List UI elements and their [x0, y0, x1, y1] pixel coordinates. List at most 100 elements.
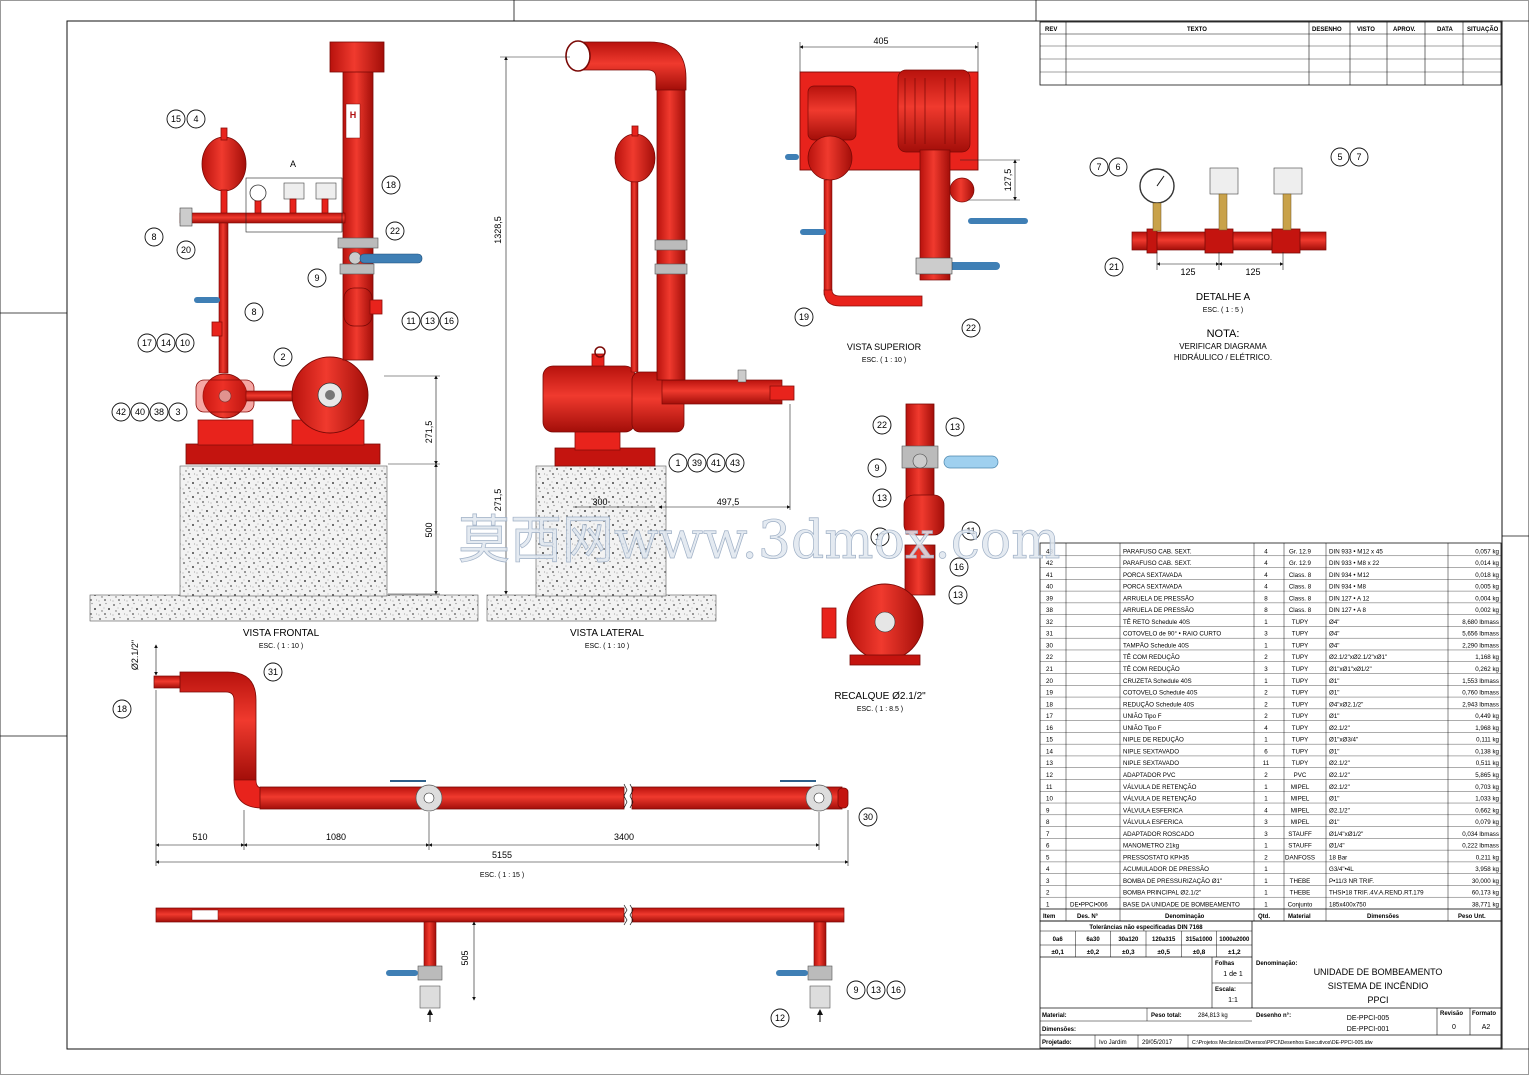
projetado-label: Projetado: [1042, 1040, 1072, 1046]
bom-cell: Ø4" [1329, 642, 1339, 649]
dim-125b: 125 [1245, 267, 1260, 277]
bom-cell: 1 [1264, 890, 1268, 897]
bom-cell: Class. 8 [1289, 595, 1312, 602]
bom-cell: 15 [1046, 737, 1053, 744]
pressure-switch-icon-2 [315, 182, 337, 200]
bom-cell: 13 [1046, 760, 1053, 767]
bom-cell: 19 [1046, 690, 1053, 697]
svg-text:22: 22 [877, 420, 887, 430]
bom-cell: 1 [1264, 902, 1268, 909]
bom-cell: 30 [1046, 642, 1053, 649]
bom-cell: 1 [1264, 642, 1268, 649]
desenho-label: Desenho n°: [1256, 1013, 1291, 1019]
revisao-val: 0 [1452, 1024, 1456, 1031]
bom-cell: TAMPÃO Schedule 40S [1123, 642, 1189, 649]
dim-3400: 3400 [614, 832, 634, 842]
bom-cell: MIPEL [1291, 819, 1310, 826]
bom-cell: VÁLVULA ESFERICA [1123, 807, 1184, 814]
tol-range: 6a30 [1086, 937, 1100, 943]
bom-cell: TUPY [1292, 654, 1309, 661]
svg-text:17: 17 [875, 532, 885, 542]
manometer-icon [249, 184, 267, 202]
projetado-val: Ivo Jardim [1099, 1040, 1127, 1046]
svg-text:10: 10 [180, 338, 190, 348]
bom-cell: 1,553 lbmass [1462, 678, 1499, 685]
bom-cell: 43 [1046, 548, 1053, 555]
bom-cell: DIN 934 • M12 [1329, 572, 1370, 579]
bom-cell: Ø2.1/2"xØ2.1/2"xØ1" [1329, 654, 1387, 661]
top-motor [897, 69, 971, 153]
pipe-plan-view: 505 9 13 16 12 [155, 904, 906, 1028]
situacao-col: SITUAÇÃO [1467, 26, 1499, 33]
bom-cell: Ø1" [1329, 713, 1339, 720]
bom-cell: TUPY [1292, 642, 1309, 649]
svg-text:22: 22 [390, 226, 400, 236]
bom-cell: 21 [1046, 666, 1053, 673]
bom-cell: 0,005 kg [1475, 584, 1499, 591]
bom-cell: DANFOSS [1285, 854, 1315, 861]
svg-text:42: 42 [116, 407, 126, 417]
bom-cell: Ø2.1/2" [1329, 807, 1350, 814]
revision-table: REV TEXTO DESENHO VISTO APROV. DATA SITU… [1039, 21, 1502, 86]
detail-pressostato-1 [1209, 167, 1239, 195]
dim-2715b: 271,5 [493, 489, 503, 512]
svg-text:16: 16 [891, 985, 901, 995]
balloons-recalque: 22 13 9 13 11 17 16 13 [867, 415, 981, 605]
bom-cell: Ø2.1/2" [1329, 760, 1350, 767]
svg-text:6: 6 [1115, 162, 1120, 172]
balloons-frontal: 15 4 8 20 8 17 14 10 2 42 40 38 3 18 22 … [111, 109, 459, 422]
bom-cell: MANOMETRO 21kg [1123, 843, 1180, 850]
bom-cell: PORCA SEXTAVADA [1123, 584, 1183, 591]
bom-cell: ARRUELA DE PRESSÃO [1123, 595, 1194, 602]
bom-cell: PARAFUSO CAB. SEXT. [1123, 560, 1192, 567]
bom-cell: 8 [1264, 607, 1268, 614]
bom-cell: Gr. 12.9 [1289, 560, 1312, 567]
recalque-title: RECALQUE Ø2.1/2" [834, 691, 926, 702]
tol-range: 30a120 [1118, 937, 1139, 943]
detalhe-a: 125 125 DETALHE A ESC. ( 1 : 5 ) NOTA: V… [1089, 147, 1369, 362]
file-path: C:\Projetos Mecânicos\Diversos\PPCI\Dese… [1192, 1040, 1373, 1046]
bom-cell: 18 [1046, 701, 1053, 708]
tol-value: ±0,3 [1122, 949, 1135, 956]
dim-505: 505 [460, 950, 470, 965]
bom-cell: 12 [1046, 772, 1053, 779]
svg-text:13: 13 [871, 985, 881, 995]
svg-text:41: 41 [711, 458, 721, 468]
bom-cell: 0,111 kg [1476, 737, 1499, 744]
title-block: Tolerâncias não especificadas DIN 7168 0… [1039, 920, 1502, 1049]
dim-405: 405 [873, 36, 888, 46]
material-label: Material: [1042, 1013, 1067, 1019]
bom-cell: 6 [1264, 748, 1268, 755]
bom-cell: 2 [1264, 854, 1268, 861]
bom-cell: 5 [1046, 854, 1050, 861]
bom-cell: BASE DA UNIDADE DE BOMBEAMENTO [1123, 902, 1240, 909]
bom-cell: NIPLE SEXTAVADO [1123, 760, 1179, 767]
bom-cell: BOMBA DE PRESSURIZAÇÃO Ø1" [1123, 878, 1222, 885]
bom-cell: 4 [1264, 560, 1268, 567]
svg-text:8: 8 [251, 307, 256, 317]
svg-text:17: 17 [142, 338, 152, 348]
svg-text:3: 3 [175, 407, 180, 417]
bom-cell: 1,168 kg [1475, 654, 1499, 661]
dim-510: 510 [192, 832, 207, 842]
watermark-text: 莫西网www.3dmox.com [458, 511, 1060, 571]
tol-value: ±0,1 [1051, 949, 1064, 956]
svg-text:22: 22 [966, 323, 976, 333]
tol-value: ±0,2 [1087, 949, 1100, 956]
bom-cell: 8,680 lbmass [1462, 619, 1499, 626]
bom-cell: REDUÇÃO Schedule 40S [1123, 701, 1194, 708]
bom-cell: 2 [1264, 772, 1268, 779]
tolerance-title: Tolerâncias não especificadas DIN 7168 [1089, 925, 1203, 931]
bom-cell: DIN 934 • M8 [1329, 584, 1366, 591]
bom-cell: UNIÃO Tipo F [1123, 713, 1162, 720]
